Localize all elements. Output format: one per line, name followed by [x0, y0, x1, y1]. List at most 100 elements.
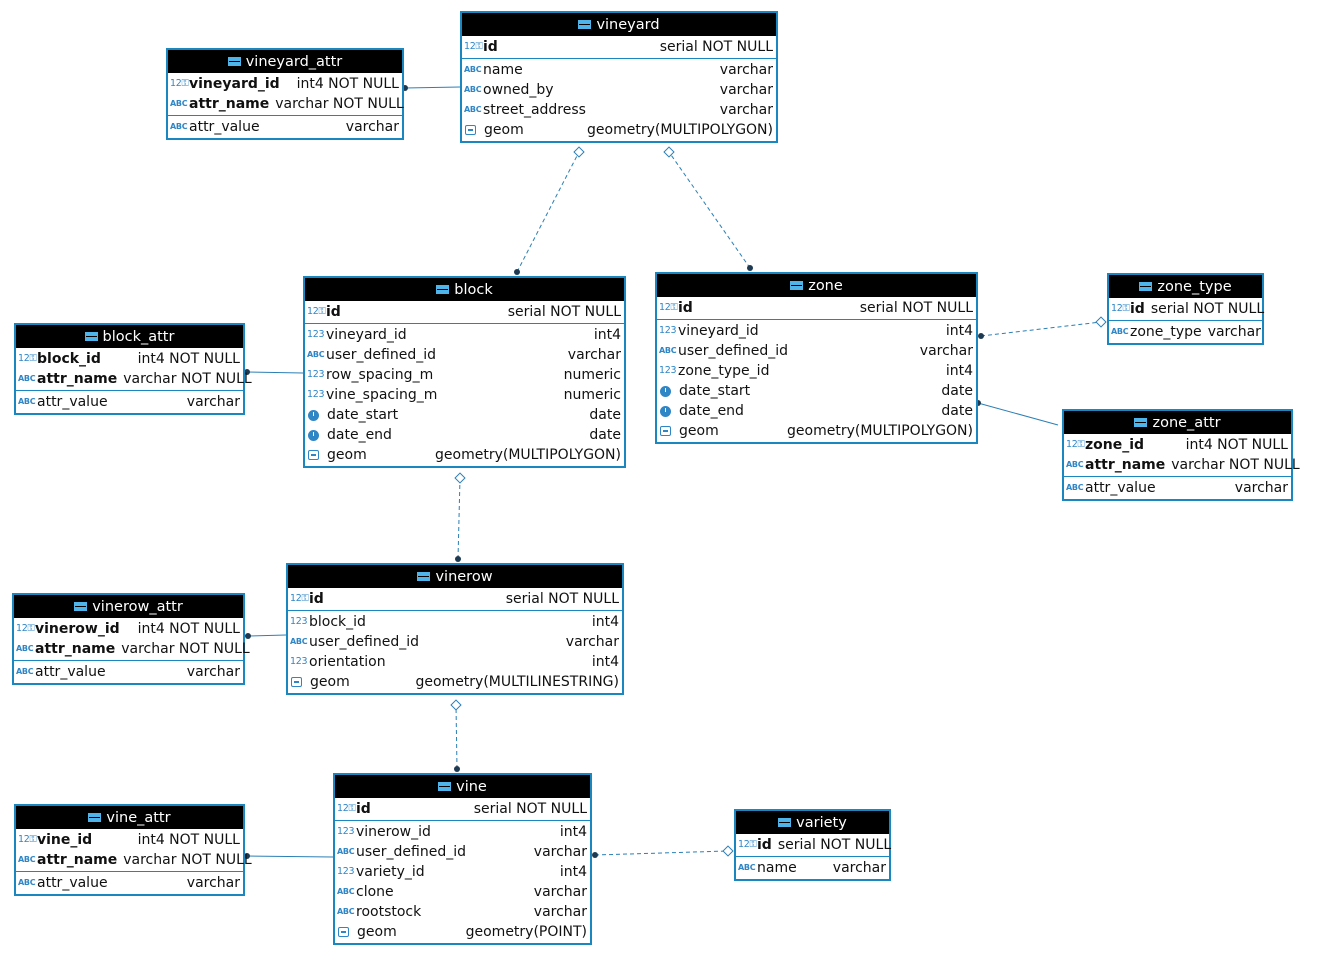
- column-type: int4: [945, 323, 973, 339]
- column-name: attr_value: [189, 119, 260, 135]
- relationship-vineyard_attr-vineyard[interactable]: [404, 86, 461, 89]
- relationship-zone_attr-zone[interactable]: [977, 402, 1059, 426]
- table-header[interactable]: vineyard: [462, 13, 776, 36]
- relationship-zone-zone_type[interactable]: [980, 321, 1102, 337]
- table-header[interactable]: zone: [657, 274, 976, 297]
- column-type: geometry(MULTIPOLYGON): [435, 447, 621, 463]
- table-header[interactable]: vinerow_attr: [14, 595, 243, 618]
- text-icon: ABC: [464, 65, 482, 74]
- table-header[interactable]: zone_attr: [1064, 411, 1291, 434]
- clock-icon: [308, 429, 319, 441]
- relationship-vine-variety[interactable]: [594, 850, 729, 856]
- relationship-vine_attr-vine[interactable]: [246, 855, 334, 858]
- table-header[interactable]: variety: [736, 811, 889, 834]
- column-type: varchar: [186, 875, 240, 891]
- numeric-icon: 123: [307, 329, 325, 340]
- table-header[interactable]: zone_type: [1109, 275, 1262, 298]
- relationship-block-vineyard[interactable]: [516, 151, 580, 273]
- relationship-vine-vinerow[interactable]: [455, 704, 458, 770]
- relationship-zone-vineyard[interactable]: [668, 151, 751, 269]
- clock-icon: [308, 409, 319, 421]
- column-type: varchar: [533, 904, 587, 920]
- table-header[interactable]: block: [305, 278, 624, 301]
- table-header[interactable]: vineyard_attr: [168, 50, 402, 73]
- table-header[interactable]: vinerow: [288, 565, 622, 588]
- relationship-vinerow-block[interactable]: [457, 477, 461, 560]
- relationship-block_attr-block[interactable]: [246, 371, 304, 374]
- text-key-icon: ABC: [18, 374, 36, 383]
- column-name: geom: [484, 122, 524, 138]
- column-name: attr_name: [189, 96, 270, 112]
- table-header[interactable]: vine: [335, 775, 590, 798]
- geometry-icon: [660, 426, 671, 436]
- table-header[interactable]: block_attr: [16, 325, 243, 348]
- relationship-vinerow_attr-vinerow[interactable]: [247, 634, 287, 637]
- table-header[interactable]: vine_attr: [16, 806, 243, 829]
